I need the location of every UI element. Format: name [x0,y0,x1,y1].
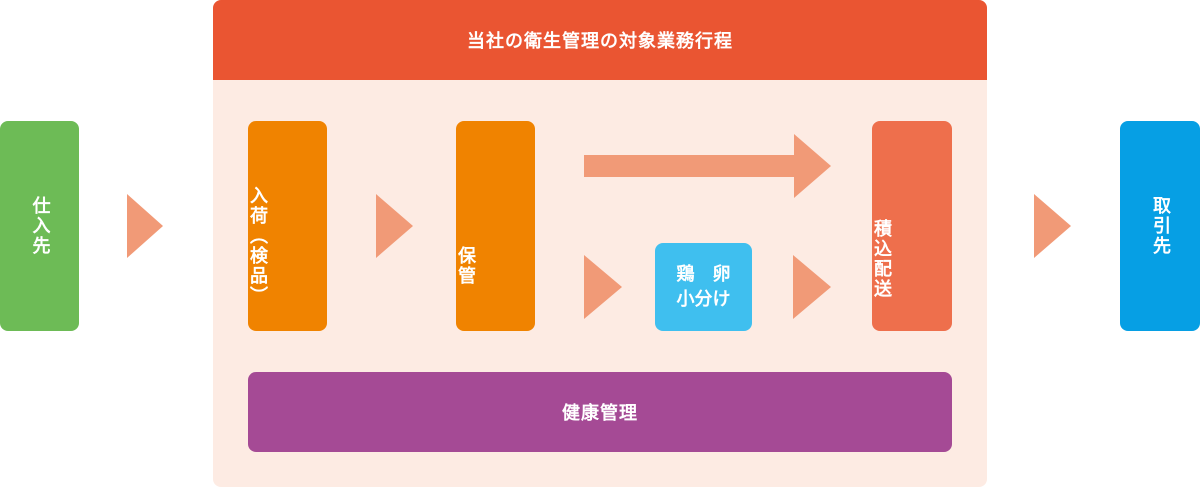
arrow-supplier-to-arrival [127,194,163,258]
customer-label: 取引先 [1150,196,1171,256]
egg-subdivision-box: 鶏 卵 小分け [655,243,752,331]
supplier-label: 仕入先 [29,196,51,256]
customer-box: 取引先 [1120,121,1200,331]
arrow-arrival-to-storage [376,194,413,258]
loading-delivery-box: 積込配送 [871,121,952,331]
egg-label-line1: 鶏 卵 [676,263,731,285]
arrow-storage-to-egg [584,255,622,319]
arrow-storage-to-loading [584,134,831,198]
loading-label: 積込配送 [871,218,892,299]
arrow-loading-to-customer [1034,194,1071,258]
arrival-inspection-box: 入荷（検品） [247,121,327,331]
health-management-bar: 健康管理 [248,372,952,452]
arrow-egg-to-loading [793,255,831,319]
panel-title: 当社の衛生管理の対象業務行程 [213,0,987,80]
storage-box: 保管 [455,121,535,331]
arrival-label: 入荷（検品） [247,186,268,306]
supplier-box: 仕入先 [0,121,79,331]
storage-label: 保管 [455,246,476,286]
egg-label-line2: 小分け [676,289,731,310]
